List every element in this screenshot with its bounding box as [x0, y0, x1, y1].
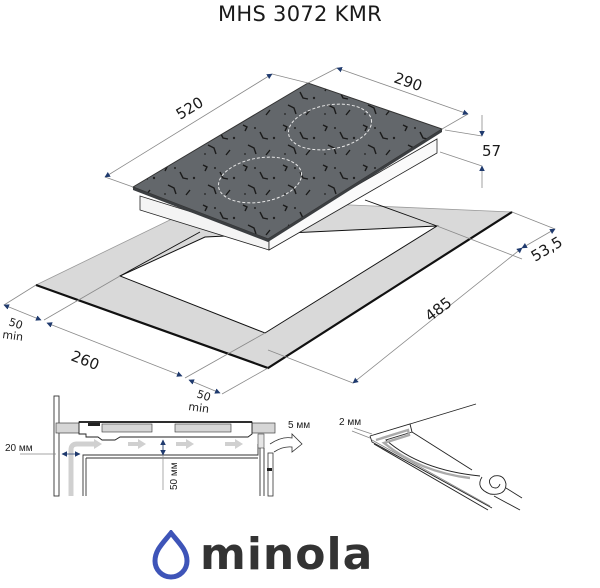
model-title: MHS 3072 KMR	[217, 2, 383, 26]
dim-cutout-length: 485	[422, 294, 456, 326]
dim-hob-height: 57	[482, 142, 501, 160]
hob-dimensions	[104, 67, 485, 188]
dim-clearance-front-unit: min	[188, 400, 210, 416]
section-view	[20, 395, 303, 497]
brand-logo: minola	[150, 530, 373, 580]
dim-hob-length: 520	[173, 93, 207, 123]
water-drop-icon	[152, 530, 190, 580]
hob-unit	[131, 82, 444, 251]
brand-name: minola	[200, 529, 374, 580]
dim-clearance-front: 50	[195, 387, 212, 404]
section-side-gap: 20 мм	[5, 443, 33, 454]
cooking-zone-front	[217, 156, 303, 204]
dim-hob-width: 290	[392, 69, 425, 95]
dim-cutout-depth: 53,5	[528, 233, 566, 266]
section-rear-gap: 5 мм	[288, 420, 310, 431]
cutout-dimensions	[3, 211, 556, 395]
seal-thickness-label: 2 мм	[339, 417, 361, 428]
dim-clearance-left: 50	[7, 315, 24, 332]
seal-detail-view	[351, 403, 523, 511]
dim-cutout-width: 260	[69, 347, 102, 374]
cooking-zone-rear	[287, 103, 373, 151]
section-air-gap: 50 мм	[169, 462, 180, 490]
dim-clearance-left-unit: min	[2, 328, 24, 344]
